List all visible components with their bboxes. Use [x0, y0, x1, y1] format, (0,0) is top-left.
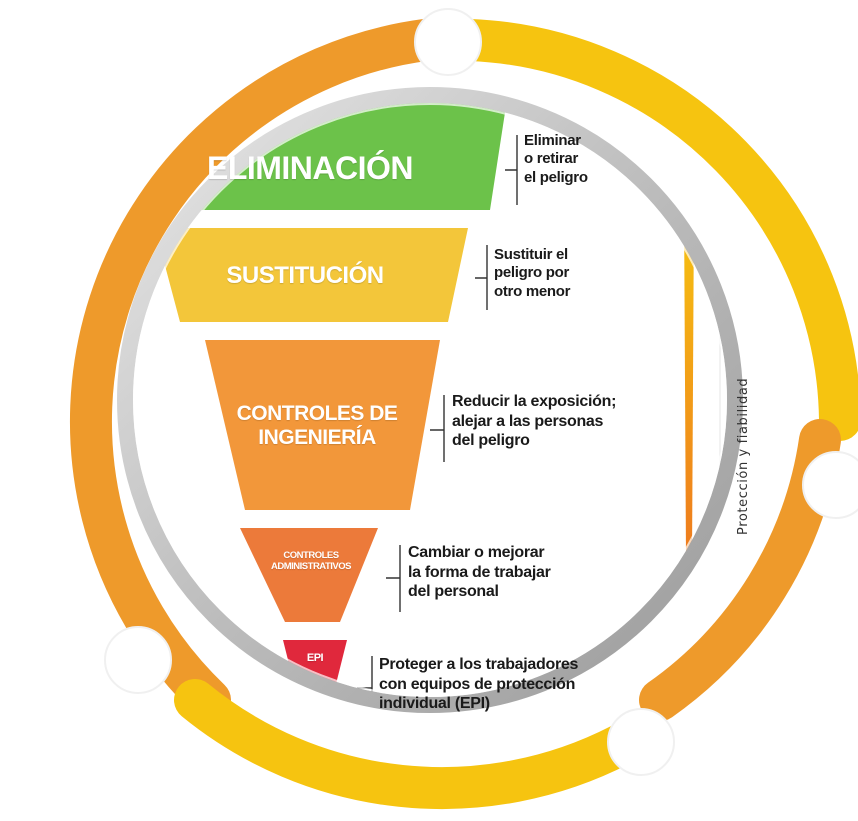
label-ingenieria: CONTROLES DE INGENIERÍA	[236, 402, 398, 449]
ring-dot-right	[802, 451, 858, 519]
label-eliminacion: ELIMINACIÓN	[206, 150, 414, 186]
label-sustitucion: SUSTITUCIÓN	[226, 262, 384, 289]
band-administrativos	[240, 528, 378, 622]
label-epi: EPI	[306, 652, 324, 664]
band-sustitucion	[155, 228, 468, 322]
band-ingenieria	[205, 340, 440, 510]
lens-content	[125, 95, 735, 705]
ring-dot-bottom-left	[104, 626, 172, 694]
description-sustitucion: Sustituir el peligro por otro menor	[494, 246, 571, 300]
description-ingenieria: Reducir la exposición; alejar a las pers…	[452, 393, 617, 450]
ring-dot-top	[414, 8, 482, 76]
ring-arc-yellow-top-right	[449, 19, 858, 441]
description-administrativos: Cambiar o mejorar la forma de trabajar d…	[408, 544, 551, 601]
label-administrativos: CONTROLES ADMINISTRATIVOS	[271, 550, 351, 573]
description-brackets	[357, 135, 518, 705]
axis-label-proteccion: Protección y fiabilidad	[736, 377, 751, 535]
ring-arc-yellow-bottom	[174, 679, 641, 809]
ring-arc-orange-left	[69, 19, 446, 721]
description-eliminacion: Eliminar o retirar el peligro	[524, 132, 588, 186]
ring-dot-bottom-right	[607, 708, 675, 776]
description-epi: Proteger a los trabajadores con equipos …	[379, 656, 579, 713]
protection-bar	[684, 205, 694, 560]
decorative-ring	[69, 8, 858, 809]
lens-rim	[117, 87, 743, 713]
